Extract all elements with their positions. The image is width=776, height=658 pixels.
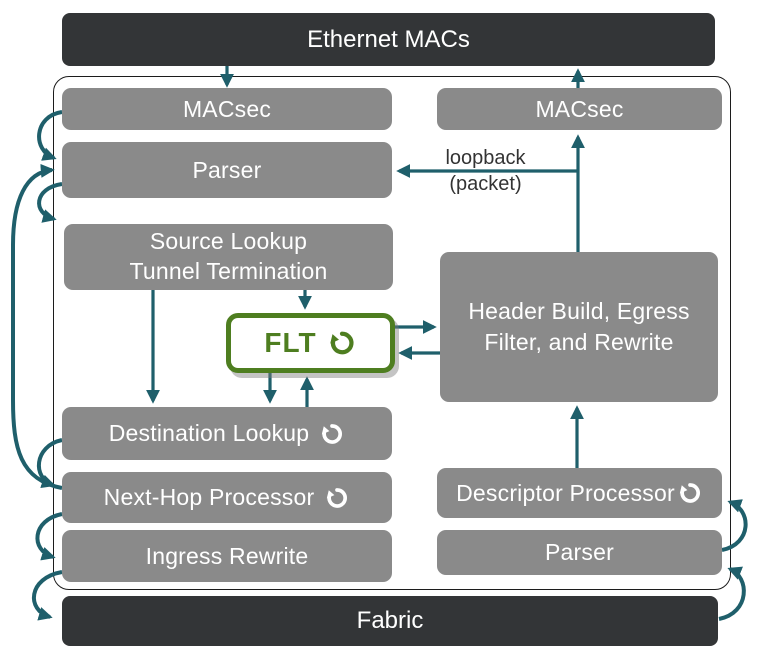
node-destination-lookup: Destination Lookup: [62, 407, 392, 460]
node-flt: FLT: [226, 313, 395, 373]
loop-arrow-icon: [329, 331, 354, 355]
node-macsec-right: MACsec: [437, 88, 722, 130]
loopback-label-line2: (packet): [449, 173, 522, 195]
node-parser-right: Parser: [437, 530, 722, 575]
node-ethernet-macs: Ethernet MACs: [62, 13, 715, 66]
node-label: FLT: [264, 327, 317, 358]
node-label: MACsec: [535, 95, 624, 122]
node-source-lookup: Source Lookup Tunnel Termination: [64, 224, 393, 290]
node-header-build: Header Build, Egress Filter, and Rewrite: [440, 252, 718, 402]
node-label: Destination Lookup: [108, 420, 310, 446]
loopback-label-line1: loopback: [445, 147, 526, 169]
node-next-hop-processor: Next-Hop Processor: [62, 472, 392, 523]
node-label: Next-Hop Processor: [103, 484, 315, 510]
node-label: Ethernet MACs: [307, 25, 470, 53]
node-label: Source Lookup Tunnel Termination: [129, 228, 328, 284]
loop-arrow-icon: [679, 483, 700, 503]
node-ingress-rewrite: Ingress Rewrite: [62, 530, 392, 582]
node-descriptor-processor: Descriptor Processor: [437, 468, 722, 518]
node-label: Fabric: [356, 607, 424, 634]
node-label: Parser: [545, 539, 614, 565]
node-label: Header Build, Egress Filter, and Rewrite: [468, 297, 690, 355]
node-label: Parser: [192, 156, 262, 183]
loop-arrow-icon: [322, 423, 343, 444]
loop-arrow-icon: [327, 487, 348, 508]
node-parser-left: Parser: [62, 142, 392, 198]
node-fabric: Fabric: [62, 596, 718, 646]
node-label: MACsec: [182, 95, 272, 122]
node-label: Descriptor Processor: [456, 479, 675, 506]
node-label: Ingress Rewrite: [145, 542, 309, 569]
node-macsec-left: MACsec: [62, 88, 392, 130]
loopback-annotation: loopback (packet): [408, 145, 563, 197]
